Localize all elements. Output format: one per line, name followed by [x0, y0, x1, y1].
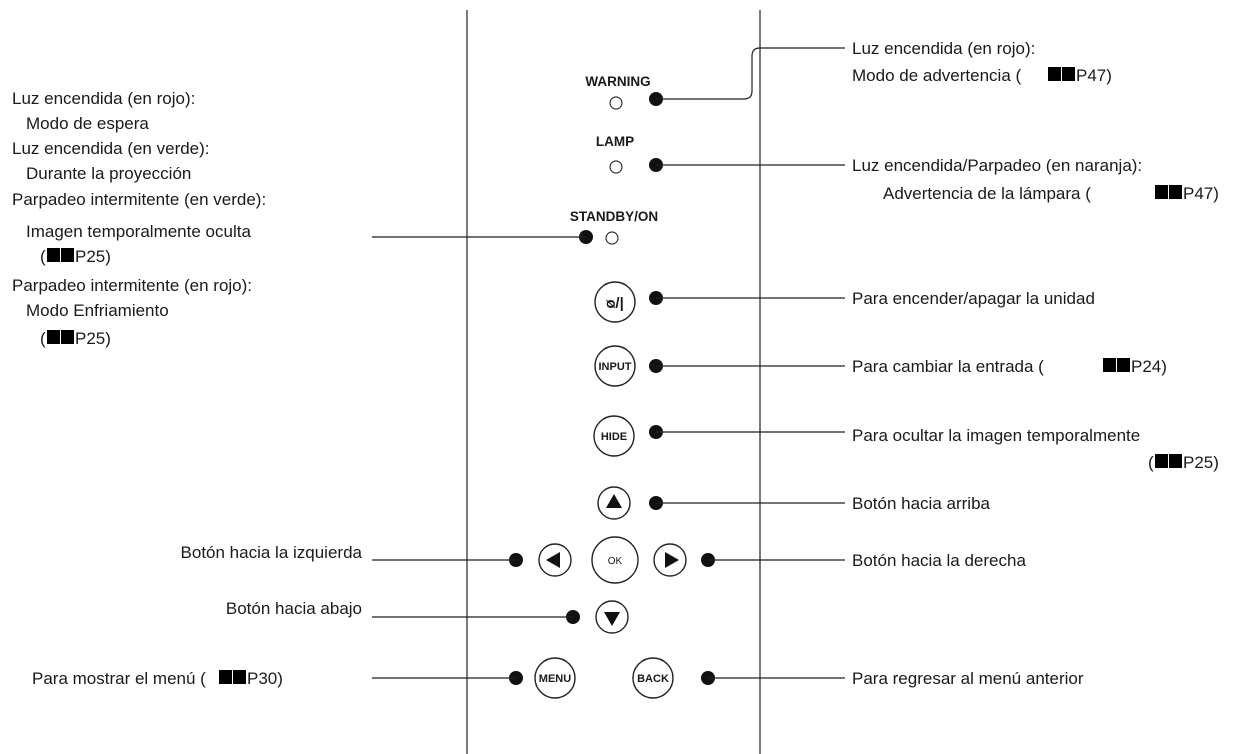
- book-icon: [47, 248, 74, 262]
- hide-button[interactable]: HIDE: [593, 415, 635, 457]
- back-button[interactable]: BACK: [632, 657, 674, 699]
- book-icon: [1048, 67, 1075, 81]
- up-arrow-icon: [606, 494, 622, 508]
- green-blink-label: Parpadeo intermitente (en verde):: [12, 190, 266, 209]
- power-icon: ᴓ/|: [606, 295, 624, 312]
- lamp-warning-label: Advertencia de la lámpara (: [883, 184, 1091, 203]
- menu-desc-label: Para mostrar el menú (: [32, 669, 206, 688]
- input-ref: P24): [1131, 357, 1167, 376]
- lamp-led: [609, 160, 623, 174]
- power-button[interactable]: ᴓ/|: [594, 281, 636, 323]
- right-arrow-icon: [665, 552, 679, 568]
- lamp-ref: P47): [1183, 184, 1219, 203]
- left-arrow-icon: [546, 552, 560, 568]
- power-desc-label: Para encender/apagar la unidad: [852, 289, 1095, 308]
- ref-p25-b: P25): [75, 329, 111, 348]
- book-icon: [1155, 454, 1182, 468]
- ref-p25-a: P25): [75, 247, 111, 266]
- hide-ref: P25): [1183, 453, 1219, 472]
- ok-button[interactable]: OK: [591, 536, 639, 584]
- image-hidden-label: Imagen temporalmente oculta: [26, 222, 251, 241]
- down-button-desc: Botón hacia abajo: [226, 599, 362, 618]
- input-desc-label: Para cambiar la entrada (: [852, 357, 1044, 376]
- back-desc-label: Para regresar al menú anterior: [852, 669, 1084, 688]
- right-button[interactable]: [653, 543, 687, 577]
- down-arrow-icon: [604, 612, 620, 626]
- lamp-indicator-label: LAMP: [596, 134, 634, 149]
- warning-mode-label: Modo de advertencia (: [852, 66, 1021, 85]
- menu-button[interactable]: MENU: [534, 657, 576, 699]
- menu-button-label: MENU: [539, 673, 571, 685]
- input-button[interactable]: INPUT: [594, 345, 636, 387]
- book-icon: [1155, 185, 1182, 199]
- ref-open-paren-b: (: [40, 329, 46, 348]
- back-button-label: BACK: [637, 673, 669, 685]
- standby-green-on-label: Luz encendida (en verde):: [12, 139, 210, 158]
- warning-on-label: Luz encendida (en rojo):: [852, 39, 1035, 58]
- right-desc-label: Botón hacia la derecha: [852, 551, 1026, 570]
- standby-led: [605, 231, 619, 245]
- hide-desc-label: Para ocultar la imagen temporalmente: [852, 426, 1140, 445]
- book-icon: [1103, 358, 1130, 372]
- warning-ref: P47): [1076, 66, 1112, 85]
- menu-ref: P30): [247, 669, 283, 688]
- ok-button-label: OK: [608, 556, 623, 567]
- cooling-mode-label: Modo Enfriamiento: [26, 301, 169, 320]
- ref-open-paren-a: (: [40, 247, 46, 266]
- up-desc-label: Botón hacia arriba: [852, 494, 991, 513]
- down-button[interactable]: [595, 600, 629, 634]
- standby-indicator-label: STANDBY/ON: [570, 209, 658, 224]
- hide-ref-open-paren: (: [1148, 453, 1154, 472]
- left-button[interactable]: [538, 543, 572, 577]
- up-button[interactable]: [597, 486, 631, 520]
- projecting-label: Durante la proyección: [26, 164, 191, 183]
- standby-red-on-label: Luz encendida (en rojo):: [12, 89, 195, 108]
- lamp-on-label: Luz encendida/Parpadeo (en naranja):: [852, 156, 1142, 175]
- input-button-label: INPUT: [599, 361, 632, 373]
- warning-led: [609, 96, 623, 110]
- book-icon: [219, 670, 246, 684]
- hide-button-label: HIDE: [601, 431, 627, 443]
- book-icon: [47, 330, 74, 344]
- left-button-label: Botón hacia la izquierda: [181, 543, 363, 562]
- red-blink-label: Parpadeo intermitente (en rojo):: [12, 276, 252, 295]
- warning-callout-line: [656, 47, 845, 100]
- standby-mode-label: Modo de espera: [26, 114, 149, 133]
- warning-indicator-label: WARNING: [585, 74, 650, 89]
